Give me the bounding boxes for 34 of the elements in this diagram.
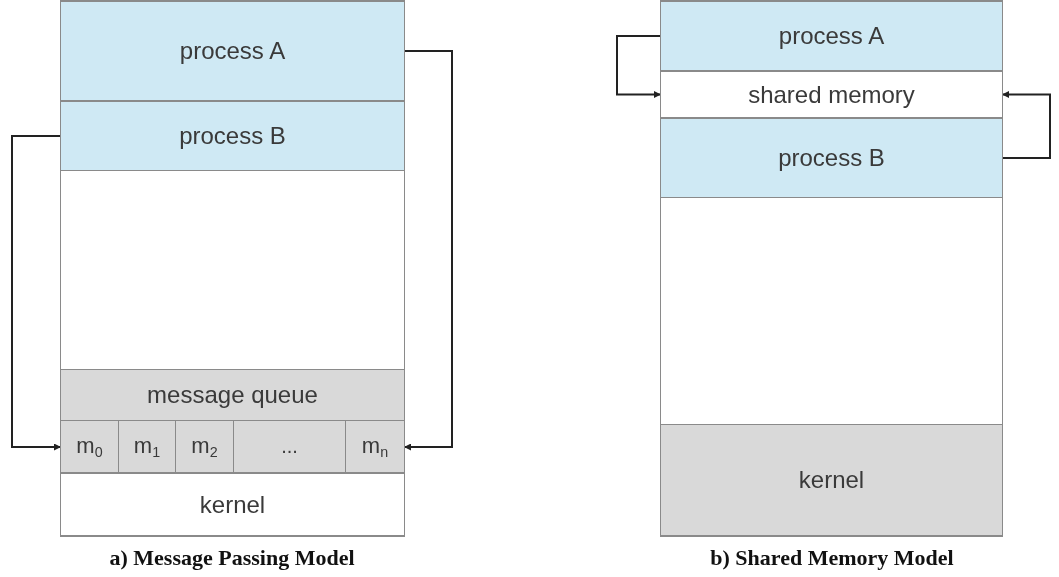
band-label: m$_{0}$ bbox=[76, 432, 103, 461]
band-label: process B bbox=[179, 122, 286, 150]
figure-caption: b) Shared Memory Model bbox=[710, 545, 954, 571]
shared-memory-band bbox=[661, 71, 1002, 118]
process-band bbox=[661, 118, 1002, 198]
band-label: ... bbox=[281, 435, 298, 458]
memory-layout-box bbox=[60, 0, 405, 537]
band-label: kernel bbox=[798, 466, 865, 494]
arrow bbox=[1001, 91, 1051, 159]
kernel-band bbox=[661, 424, 1002, 536]
process-band bbox=[61, 1, 404, 101]
ellipsis-cell bbox=[234, 421, 346, 473]
band-label: shared memory bbox=[748, 80, 915, 109]
kernel-band bbox=[61, 473, 404, 536]
figure-caption: a) Message Passing Model bbox=[109, 545, 355, 571]
message-cell bbox=[346, 421, 404, 473]
message-cell bbox=[61, 421, 119, 473]
band-label: process B bbox=[778, 144, 885, 172]
band-label: process A bbox=[778, 22, 885, 50]
band-label: message queue bbox=[147, 381, 318, 409]
arrow bbox=[403, 50, 453, 451]
arrow bbox=[616, 35, 662, 98]
band-label: m$_{n}$ bbox=[361, 432, 389, 461]
message-queue-band bbox=[61, 369, 404, 421]
message-cell bbox=[119, 421, 176, 473]
process-band bbox=[61, 101, 404, 171]
arrow bbox=[11, 135, 62, 451]
band-label: process A bbox=[179, 37, 286, 65]
band-label: m$_{1}$ bbox=[133, 432, 161, 461]
message-cell bbox=[176, 421, 234, 473]
process-band bbox=[661, 1, 1002, 71]
band-label: m$_{2}$ bbox=[191, 432, 218, 461]
memory-layout-box bbox=[660, 0, 1003, 537]
band-label: kernel bbox=[199, 490, 266, 519]
